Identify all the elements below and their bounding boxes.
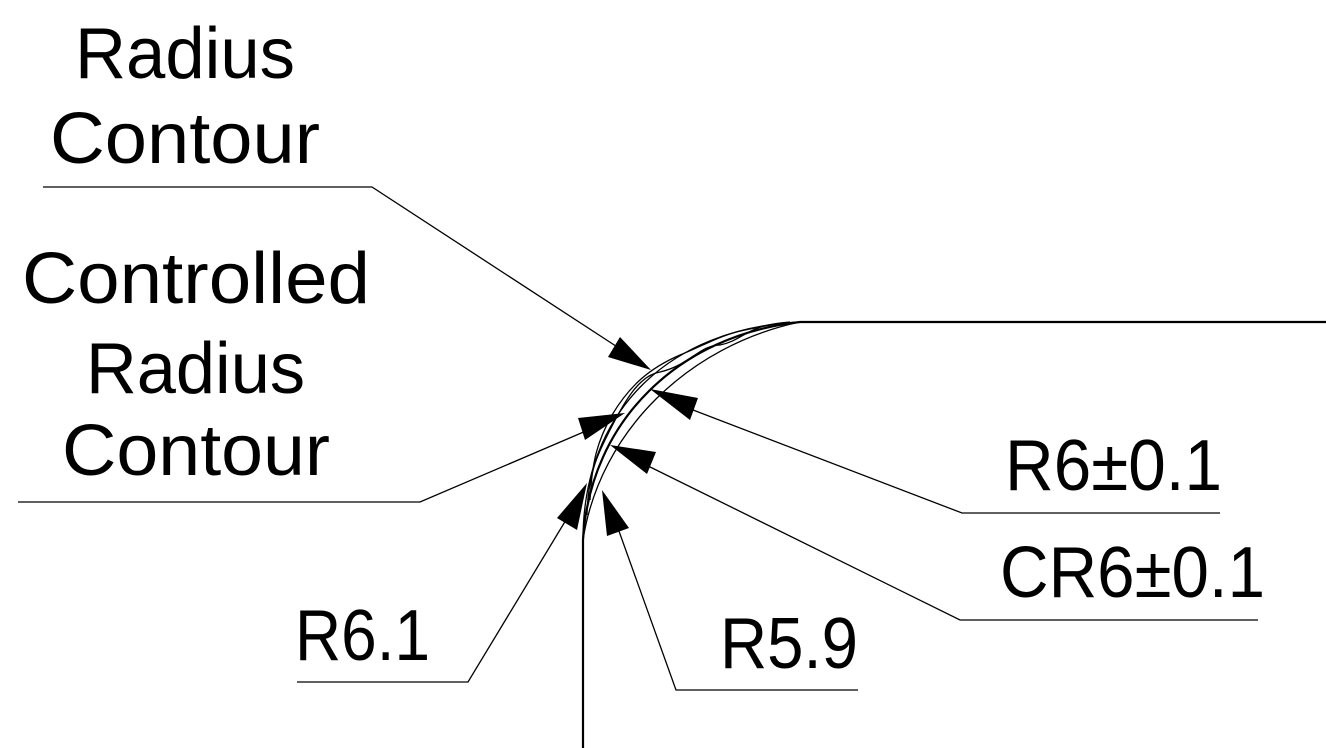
label-r5-9: R5.9	[720, 604, 858, 684]
controlled-contour	[589, 321, 801, 501]
arrowhead-icon	[557, 483, 587, 530]
leader-r5-9	[614, 519, 858, 691]
label-controlled-radius-contour-line1: Controlled	[22, 239, 370, 319]
leader-cr6-tol	[639, 461, 1258, 621]
label-cr6-tol: CR6±0.1	[1000, 533, 1265, 613]
label-r6-1: R6.1	[295, 596, 430, 676]
actual-contour-wavy	[586, 321, 791, 516]
inner-arc-r5-9	[582, 321, 801, 541]
label-controlled-radius-contour-line3: Contour	[62, 411, 330, 491]
arrowhead-icon	[602, 490, 629, 536]
leader-controlled-radius-contour	[18, 424, 601, 503]
arrowhead-icon	[610, 445, 656, 474]
arrowhead-icon	[650, 389, 698, 420]
label-radius-contour-line2: Contour	[50, 99, 320, 179]
label-r6-tol: R6±0.1	[1005, 426, 1222, 506]
arrowhead-icon	[608, 337, 651, 370]
label-controlled-radius-contour-line2: Radius	[86, 329, 305, 409]
label-radius-contour-line1: Radius	[75, 14, 295, 94]
leader-radius-contour	[43, 186, 626, 353]
arrowhead-icon	[578, 413, 625, 440]
leader-r6-tol	[679, 404, 1220, 514]
leader-r6-1	[297, 509, 573, 683]
